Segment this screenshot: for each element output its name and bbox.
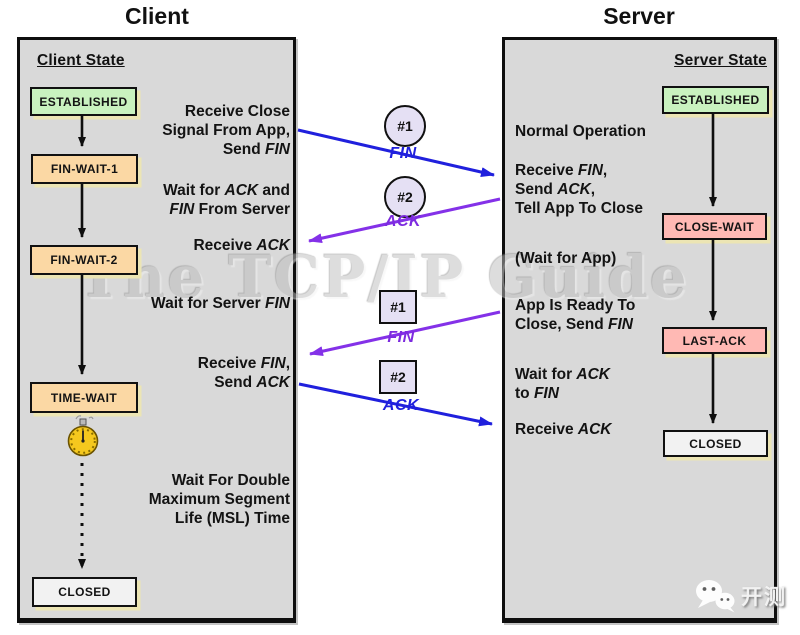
client-state-time-wait: TIME-WAIT [30, 382, 138, 413]
message-label-ack-2: ACK [382, 397, 420, 414]
client-state-heading: Client State [37, 52, 125, 69]
client-ann-wait-server-fin: Wait for Server FIN [151, 295, 290, 312]
server-ann-receive-ack: Receive ACK [515, 421, 612, 438]
client-state-fin-wait-2: FIN-WAIT-2 [30, 245, 138, 275]
message-badge-1-square: #1 [379, 290, 417, 324]
client-ann-receive-ack: Receive ACK [193, 237, 290, 254]
server-ann-receive-fin: Receive FIN,Send ACK,Tell App To Close [515, 162, 644, 217]
logo-text: 开测 [741, 586, 787, 609]
timer-stopwatch-icon [67, 415, 99, 457]
client-panel [17, 37, 296, 623]
ack-arrow-server-to-client [308, 197, 501, 244]
wechat-bubbles-icon [696, 580, 735, 613]
client-title: Client [125, 3, 189, 29]
client-ann-receive-fin-send-ack: Receive FIN,Send ACK [197, 355, 290, 391]
client-state-closed: CLOSED [32, 577, 137, 607]
client-state-fin-wait-1: FIN-WAIT-1 [31, 154, 138, 184]
ack-arrow-client-to-server [298, 382, 493, 427]
server-state-last-ack: LAST-ACK [662, 327, 767, 354]
message-label-fin-2: FIN [387, 329, 415, 346]
server-state-closed: CLOSED [663, 430, 768, 457]
fin-arrow-server-to-client [309, 310, 501, 357]
fin-arrow-client-to-server [297, 128, 495, 177]
server-state-established: ESTABLISHED [662, 86, 769, 114]
message-badge-1-circle: #1 [384, 105, 426, 147]
client-state-established: ESTABLISHED [30, 87, 137, 116]
server-ann-normal-operation: Normal Operation [515, 123, 646, 140]
wechat-logo: 开测 [694, 577, 787, 615]
message-badge-2-circle: #2 [384, 176, 426, 218]
message-label-ack-1: ACK [384, 213, 422, 230]
server-title: Server [603, 3, 675, 29]
server-state-close-wait: CLOSE-WAIT [662, 213, 767, 240]
server-state-heading: Server State [674, 52, 767, 69]
server-ann-wait-for-app: (Wait for App) [515, 250, 617, 267]
message-badge-2-square: #2 [379, 360, 417, 394]
message-label-fin-1: FIN [389, 145, 417, 162]
